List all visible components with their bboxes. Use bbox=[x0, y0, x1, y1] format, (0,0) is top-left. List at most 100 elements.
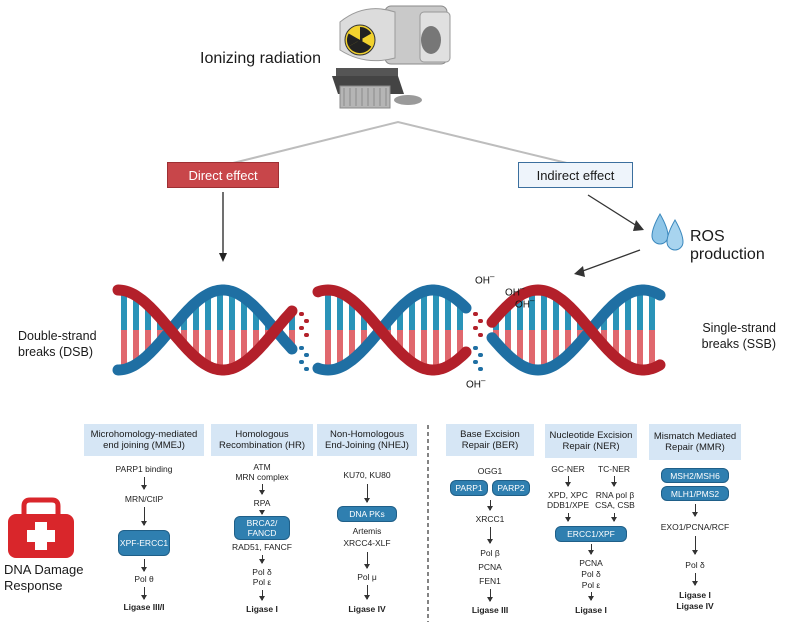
dna-strand-blue bbox=[486, 284, 666, 376]
arrow bbox=[611, 476, 617, 487]
mmej-step-2: MRN/CtIP bbox=[124, 494, 164, 504]
hydroxyl-label: OH– bbox=[515, 296, 534, 310]
dsb-label: Double-strand breaks (DSB) bbox=[18, 328, 97, 360]
ner-tc-step-2: CSA, CSB bbox=[595, 500, 635, 510]
arrow bbox=[565, 513, 571, 522]
ber-step-3b: PCNA bbox=[478, 562, 502, 572]
base-pair-rung bbox=[229, 330, 235, 369]
base-pair-rung bbox=[349, 299, 355, 330]
base-pair-rung bbox=[565, 305, 571, 330]
base-pair-rung bbox=[193, 302, 199, 330]
dna-strand-red bbox=[486, 284, 666, 376]
break-fragment bbox=[304, 367, 309, 371]
base-pair-rung bbox=[205, 330, 211, 367]
base-pair-rung bbox=[541, 290, 547, 330]
break-fragment bbox=[473, 312, 478, 316]
radiation-machine-icon bbox=[332, 5, 451, 109]
arrow bbox=[692, 536, 698, 555]
hydroxyl-label: OH– bbox=[466, 376, 485, 390]
ber-step-4: Ligase III bbox=[471, 605, 509, 615]
base-pair-rung bbox=[529, 330, 535, 370]
mmr-step-3: Ligase I bbox=[679, 590, 711, 600]
base-pair-rung bbox=[121, 290, 127, 330]
base-pair-rung bbox=[505, 305, 511, 330]
hr-step-1a: ATM bbox=[253, 462, 271, 472]
base-pair-rung bbox=[541, 330, 547, 370]
base-pair-rung bbox=[241, 297, 247, 330]
ner-tc-step-1: RNA pol β bbox=[595, 490, 635, 500]
dsb-label-line2: breaks (DSB) bbox=[18, 345, 94, 359]
arrow bbox=[141, 477, 147, 490]
arrow bbox=[588, 544, 594, 555]
hr-step-3: RAD51, FANCF bbox=[232, 542, 292, 552]
break-fragment bbox=[304, 319, 309, 323]
mmej-step-1: PARP1 binding bbox=[115, 464, 173, 474]
base-pair-rung bbox=[565, 330, 571, 355]
hr-pill: BRCA2/ FANCD bbox=[234, 516, 290, 540]
base-pair-rung bbox=[325, 290, 331, 330]
arrow bbox=[259, 484, 265, 495]
base-pair-rung bbox=[193, 330, 199, 358]
break-fragment bbox=[473, 326, 478, 330]
dna-helix bbox=[112, 284, 666, 376]
ner-header: Nucleotide Excision Repair (NER) bbox=[545, 424, 637, 458]
hr-step-5: Ligase I bbox=[246, 604, 278, 614]
arrow bbox=[487, 500, 493, 511]
base-pair-rung bbox=[337, 292, 343, 330]
base-pair-rung bbox=[397, 307, 403, 330]
base-pair-rung bbox=[397, 330, 403, 353]
nhej-step-3: XRCC4-XLF bbox=[343, 538, 391, 548]
base-pair-rung bbox=[613, 330, 619, 358]
nhej-step-4: Pol μ bbox=[357, 572, 377, 582]
pathway-ber: Base Excision Repair (BER) OGG1 PARP1 PA… bbox=[446, 424, 534, 624]
break-fragment bbox=[304, 353, 309, 357]
branch-lines bbox=[224, 120, 576, 166]
ber-pill-2: PARP2 bbox=[492, 480, 530, 496]
base-pair-rung bbox=[421, 291, 427, 330]
base-pair-rung bbox=[289, 330, 295, 349]
base-pair-rung bbox=[325, 330, 331, 370]
hr-step-2: RPA bbox=[253, 498, 271, 508]
nhej-pill: DNA PKs bbox=[337, 506, 397, 522]
ddr-label: DNA Damage Response bbox=[4, 562, 83, 594]
base-pair-rung bbox=[637, 330, 643, 370]
pathway-mmej: Microhomology-mediated end joining (MMEJ… bbox=[84, 424, 204, 624]
ber-header: Base Excision Repair (BER) bbox=[446, 424, 534, 456]
arrow bbox=[487, 589, 493, 602]
pathway-nhej: Non-Homologous End-Joining (NHEJ) KU70, … bbox=[317, 424, 417, 624]
oh-text: OH bbox=[475, 275, 490, 287]
arrow bbox=[259, 555, 265, 564]
ssb-label: Single-strand breaks (SSB) bbox=[676, 320, 776, 352]
base-pair-rung bbox=[553, 295, 559, 330]
ner-gc-step-1: XPD, XPC bbox=[548, 490, 588, 500]
nhej-step-1: KU70, KU80 bbox=[343, 470, 391, 480]
break-fragment bbox=[299, 346, 304, 350]
base-pair-rung bbox=[229, 291, 235, 330]
ros-production-label: ROS production bbox=[690, 228, 765, 263]
base-pair-rung bbox=[409, 330, 415, 363]
ddr-label-line2: Response bbox=[4, 578, 63, 593]
indirect-effect-box: Indirect effect bbox=[518, 162, 633, 188]
base-pair-rung bbox=[517, 330, 523, 365]
base-pair-rung bbox=[457, 302, 463, 330]
ssb-label-line2: breaks (SSB) bbox=[701, 337, 776, 351]
base-pair-rung bbox=[625, 293, 631, 330]
arrow bbox=[141, 559, 147, 572]
dna-strand-blue bbox=[312, 284, 472, 376]
break-fragment bbox=[473, 346, 478, 350]
pathway-ner: Nucleotide Excision Repair (NER) GC-NER … bbox=[545, 424, 637, 624]
arrow bbox=[487, 527, 493, 544]
mmr-pill-1: MSH2/MSH6 bbox=[661, 468, 729, 483]
break-fragment bbox=[299, 312, 304, 316]
dna-strand-red bbox=[312, 284, 472, 376]
ner-gc-label: GC-NER bbox=[551, 464, 585, 474]
mmej-step-3: Pol θ bbox=[134, 574, 154, 584]
direct-arrow bbox=[219, 192, 227, 262]
base-pair-rung bbox=[253, 307, 259, 330]
ssb-label-line1: Single-strand bbox=[702, 321, 776, 335]
base-pair-rung bbox=[409, 297, 415, 330]
arrow bbox=[141, 507, 147, 526]
ber-step-3a: Pol β bbox=[480, 548, 500, 558]
